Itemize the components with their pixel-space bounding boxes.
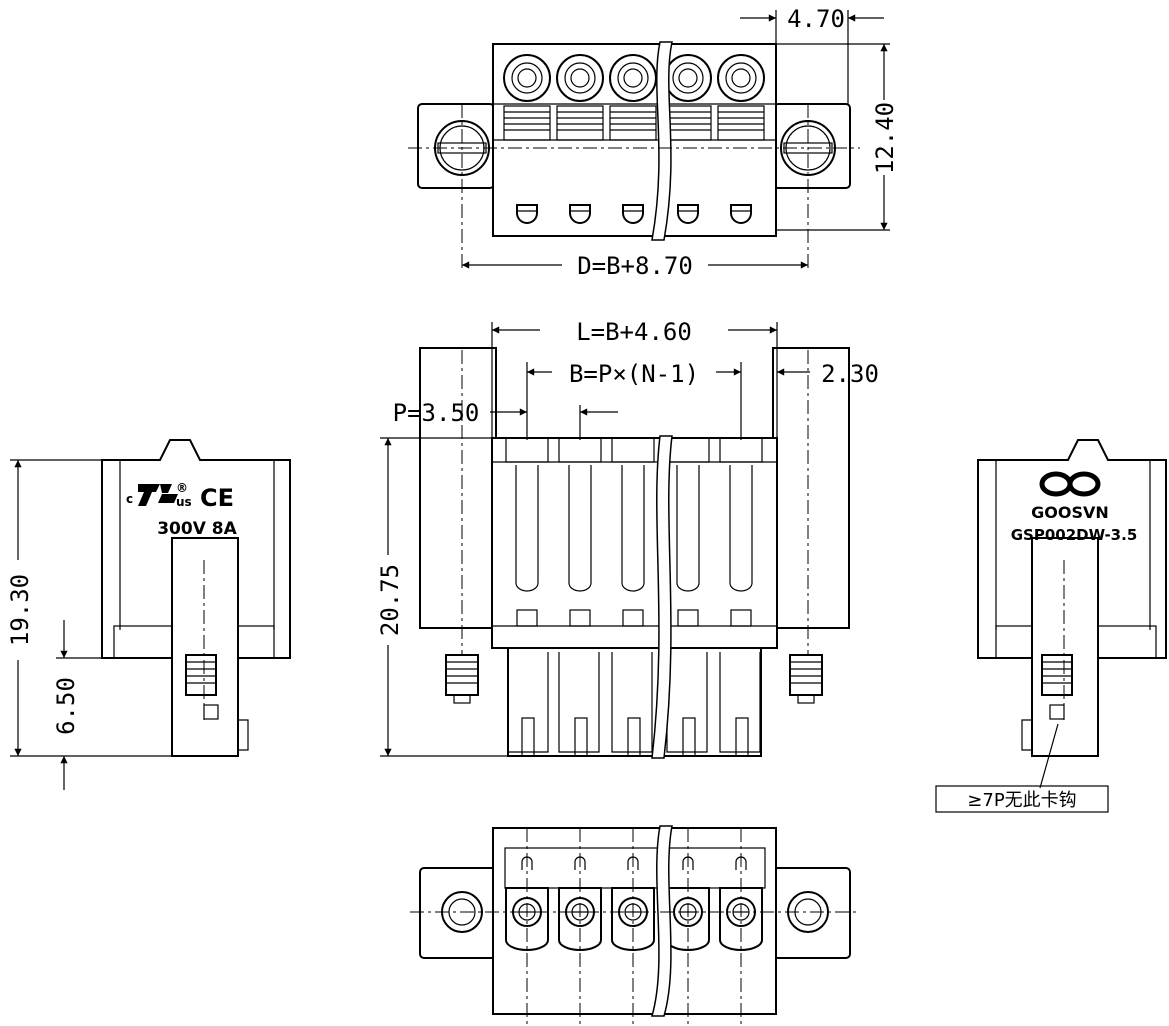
bottom-view: [410, 825, 860, 1024]
dim-b-formula: B=P×(N-1): [569, 360, 699, 388]
front-body: [491, 437, 778, 649]
rating-marking: 300V 8A: [157, 519, 237, 539]
goosvn-logo-icon: [1039, 471, 1101, 497]
right-side-view: GOOSVN GSP002DW-3.5 ≥7P无此卡钩: [935, 439, 1167, 813]
bottom-body: [492, 827, 777, 1015]
front-left-flange: [419, 347, 497, 629]
svg-text:®: ®: [176, 481, 188, 495]
dim-pitch-offset: 4.70: [787, 5, 845, 33]
top-terminal: [609, 54, 657, 224]
left-side-view: c ® us CE 300V 8A 19.30 6.50: [6, 439, 291, 790]
svg-text:us: us: [176, 495, 192, 509]
dim-side-margin: 2.30: [821, 360, 879, 388]
top-terminal: [503, 54, 551, 224]
front-view: L=B+4.60 B=P×(N-1) 2.30 P=3.50 20.75: [376, 318, 879, 759]
ul-recognized-icon: c ® us: [126, 481, 192, 509]
top-terminal: [717, 54, 765, 224]
ce-mark-icon: CE: [200, 484, 234, 512]
brand-marking: GOOSVN: [1031, 503, 1109, 522]
break-line-front: [651, 435, 673, 759]
break-line: [651, 41, 673, 241]
top-view: D=B+8.70 12.40 4.70: [408, 5, 899, 280]
dim-total-height: 19.30: [6, 574, 34, 646]
bottom-left-flange: [419, 867, 497, 959]
left-flange: [417, 103, 495, 189]
dim-l-formula: L=B+4.60: [576, 318, 692, 346]
front-right-flange: [772, 347, 850, 629]
dim-height-top: 12.40: [871, 102, 899, 174]
front-right-screw: [789, 654, 823, 704]
bottom-right-flange: [773, 867, 851, 959]
break-line-bottom: [651, 825, 673, 1017]
part-number-marking: GSP002DW-3.5: [1011, 526, 1138, 544]
dim-pitch: P=3.50: [393, 399, 480, 427]
svg-text:c: c: [126, 492, 133, 506]
dim-pin-length: 6.50: [52, 677, 80, 735]
top-terminal: [556, 54, 604, 224]
front-left-screw: [445, 654, 479, 704]
callout-note: ≥7P无此卡钩: [967, 790, 1076, 811]
dim-d-formula: D=B+8.70: [577, 252, 693, 280]
dim-body-height: 20.75: [376, 564, 404, 636]
